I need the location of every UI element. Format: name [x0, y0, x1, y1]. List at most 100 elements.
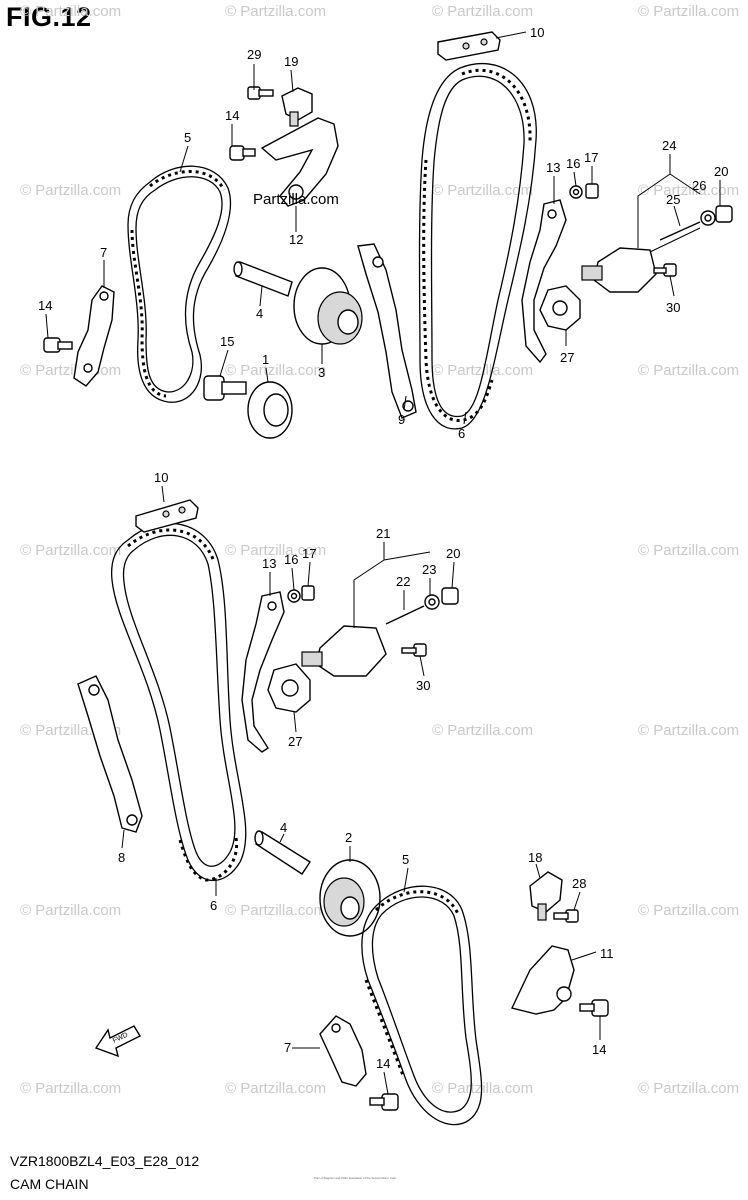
watermark: © Partzilla.com: [432, 722, 533, 739]
bolt-29-upper[interactable]: [247, 86, 274, 100]
tensioner-guide-13-lower[interactable]: [241, 591, 285, 753]
callout-27: 27: [288, 734, 302, 749]
tensioner-guide-11[interactable]: [511, 945, 575, 1015]
bolt-14-left[interactable]: [43, 337, 73, 353]
callout-17: 17: [584, 150, 598, 165]
chain-guide-7-upper[interactable]: [73, 285, 115, 387]
watermark: © Partzilla.com: [225, 1080, 326, 1097]
tensioner-gasket-27-lower[interactable]: [267, 663, 311, 713]
cam-chain-5-upper[interactable]: [127, 165, 232, 403]
chain-guide-7-lower[interactable]: [319, 1015, 367, 1087]
watermark: © Partzilla.com: [638, 362, 739, 379]
chain-tensioner-18[interactable]: [529, 871, 563, 921]
callout-29: 29: [247, 47, 261, 62]
bolt-14-bottom[interactable]: [369, 1093, 399, 1111]
cam-chain-5-lower[interactable]: [361, 885, 483, 1126]
tensioner-guide-13-upper[interactable]: [521, 199, 567, 364]
watermark: © Partzilla.com: [638, 542, 739, 559]
callout-20: 20: [714, 164, 728, 179]
callout-labels: 29 19 14 5 12 7 14 4 15 1 3 10 13 16 17 …: [38, 25, 728, 1071]
fine-print: Part of diagram and 2023 illustration of…: [314, 1176, 397, 1180]
watermark-layer: © Partzilla.com © Partzilla.com © Partzi…: [20, 3, 739, 1097]
watermark: © Partzilla.com: [20, 3, 121, 20]
tensioner-spring-22[interactable]: [385, 605, 425, 625]
callout-15: 15: [220, 334, 234, 349]
watermark: © Partzilla.com: [20, 1080, 121, 1097]
watermark: © Partzilla.com: [225, 362, 326, 379]
watermark: © Partzilla.com: [638, 722, 739, 739]
gasket-26[interactable]: [700, 210, 716, 226]
drive-sprocket-1[interactable]: [247, 381, 293, 439]
cam-sprocket-2[interactable]: [319, 859, 381, 937]
chain-tensioner-19[interactable]: [281, 87, 313, 127]
callout-21: 21: [376, 526, 390, 541]
tensioner-assembly-21[interactable]: [301, 625, 387, 677]
bolt-17-upper[interactable]: [585, 183, 599, 199]
callout-7: 7: [100, 245, 107, 260]
bolt-14-lower-right[interactable]: [579, 999, 609, 1017]
tensioner-guide-12[interactable]: [260, 117, 339, 207]
watermark: © Partzilla.com: [20, 182, 121, 199]
callout-27: 27: [560, 350, 574, 365]
bolt-14-upper-mid[interactable]: [229, 145, 256, 161]
callout-17: 17: [302, 546, 316, 561]
camshaft-pin-4-lower[interactable]: [254, 830, 311, 875]
chain-guide-8[interactable]: [77, 675, 143, 833]
callout-12: 12: [289, 232, 303, 247]
watermark: © Partzilla.com: [638, 902, 739, 919]
callout-14: 14: [592, 1042, 606, 1057]
tensioner-spring-25[interactable]: [659, 221, 701, 241]
callout-23: 23: [422, 562, 436, 577]
callout-1: 1: [262, 352, 269, 367]
callout-13: 13: [546, 160, 560, 175]
bolt-17-lower[interactable]: [301, 585, 315, 601]
tensioner-assembly-24[interactable]: [581, 227, 701, 293]
idler-shaft-15[interactable]: [203, 375, 247, 401]
callout-5: 5: [184, 130, 191, 145]
callout-10: 10: [530, 25, 544, 40]
fwd-arrow-icon: FWD: [94, 1025, 141, 1058]
tensioner-gasket-27-upper[interactable]: [539, 285, 581, 331]
callout-9: 9: [398, 412, 405, 427]
callout-28: 28: [572, 876, 586, 891]
callout-13: 13: [262, 556, 276, 571]
callout-20: 20: [446, 546, 460, 561]
washer-16-lower[interactable]: [287, 589, 301, 603]
callout-10: 10: [154, 470, 168, 485]
bolt-30-lower[interactable]: [401, 643, 427, 657]
watermark: © Partzilla.com: [432, 362, 533, 379]
cap-bolt-20-upper[interactable]: [715, 205, 733, 223]
cap-bolt-20-lower[interactable]: [441, 587, 459, 605]
bolt-28[interactable]: [553, 909, 579, 923]
watermark: © Partzilla.com: [20, 362, 121, 379]
watermark: © Partzilla.com: [638, 3, 739, 20]
watermark: © Partzilla.com: [432, 1080, 533, 1097]
watermark: © Partzilla.com: [638, 1080, 739, 1097]
cam-sprocket-3[interactable]: [293, 267, 363, 345]
bolt-30-upper[interactable]: [653, 263, 677, 277]
figure-title: FIG.12: [6, 2, 92, 32]
gasket-23[interactable]: [424, 594, 440, 610]
callout-25: 25: [666, 192, 680, 207]
callout-14: 14: [38, 298, 52, 313]
chain-guide-9[interactable]: [357, 243, 417, 419]
cam-chain-6-lower[interactable]: [110, 522, 247, 882]
callout-5: 5: [402, 852, 409, 867]
cam-chain-6-upper[interactable]: [418, 63, 537, 430]
watermark: © Partzilla.com: [432, 3, 533, 20]
callout-18: 18: [528, 850, 542, 865]
watermark: © Partzilla.com: [432, 182, 533, 199]
washer-16-upper[interactable]: [569, 185, 583, 199]
watermark: © Partzilla.com: [20, 902, 121, 919]
cylinder-head-guide-10-upper[interactable]: [437, 31, 501, 61]
camshaft-pin-4-upper[interactable]: [233, 261, 293, 297]
cylinder-head-guide-10-lower[interactable]: [135, 499, 199, 533]
callout-16: 16: [566, 156, 580, 171]
callout-19: 19: [284, 54, 298, 69]
callout-26: 26: [692, 178, 706, 193]
watermark: © Partzilla.com: [225, 902, 326, 919]
callout-8: 8: [118, 850, 125, 865]
brand-watermark-inline: Partzilla.com: [253, 191, 339, 208]
